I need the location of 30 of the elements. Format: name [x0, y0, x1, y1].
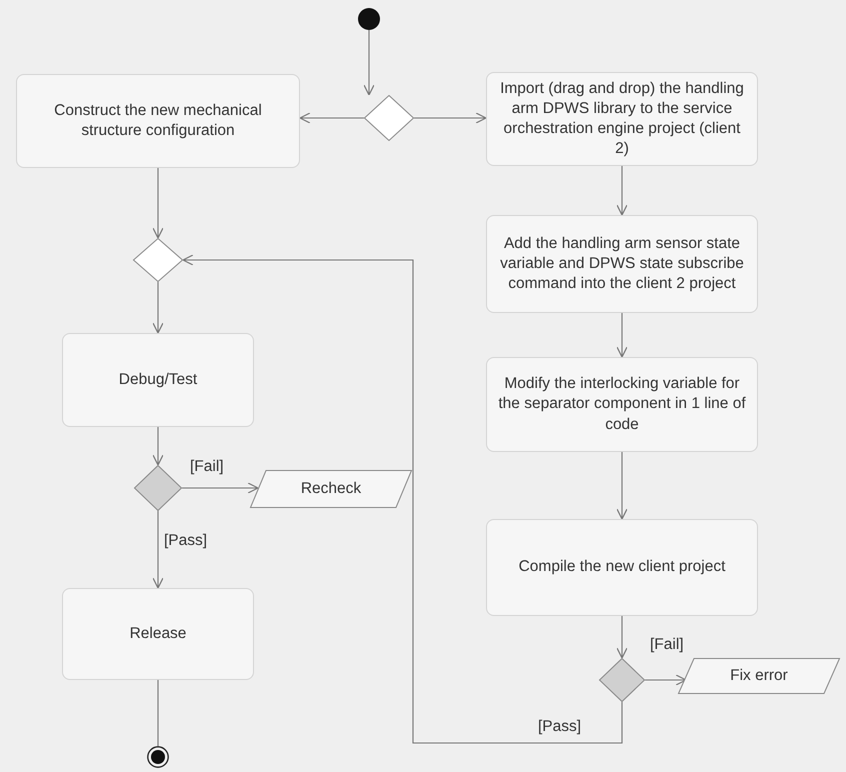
arrow: [152, 282, 164, 334]
node-text: Recheck: [300, 478, 362, 499]
node-text: Import (drag and drop) the handling arm DPWS library to the service orchestration engine project (client 2): [499, 78, 745, 160]
activity-box: [486, 215, 758, 313]
arrow: [616, 313, 628, 358]
arrow: [616, 452, 628, 520]
arrow: [152, 511, 164, 589]
node-text: Compile the new client project: [518, 557, 726, 578]
node-text: Modify the interlocking variable for the separator component in 1 line of code: [497, 374, 747, 435]
activity-box: [486, 72, 758, 166]
activity-box: [486, 357, 758, 452]
activity-box: [486, 519, 758, 616]
arrow: [616, 166, 628, 216]
arrow: [182, 482, 259, 494]
node-text: Fix error: [730, 666, 788, 686]
node-text: Add the handling arm sensor state variable and DPWS state subscribe command into the client 2 project: [499, 234, 745, 294]
arrow: [182, 254, 623, 744]
arrow: [299, 112, 364, 124]
arrow: [152, 427, 164, 466]
node-text: Release: [130, 624, 186, 644]
arrow: [152, 168, 164, 239]
arrow: [645, 674, 687, 686]
arrow: [414, 112, 487, 124]
node-text: Debug/Test: [118, 370, 198, 390]
arrow: [363, 30, 375, 96]
activity-box: [62, 588, 254, 680]
node-text: Construct the new mechanical structure configuration: [53, 100, 263, 141]
activity-box: [16, 74, 300, 168]
activity-box: [62, 333, 254, 427]
arrow: [616, 616, 628, 659]
